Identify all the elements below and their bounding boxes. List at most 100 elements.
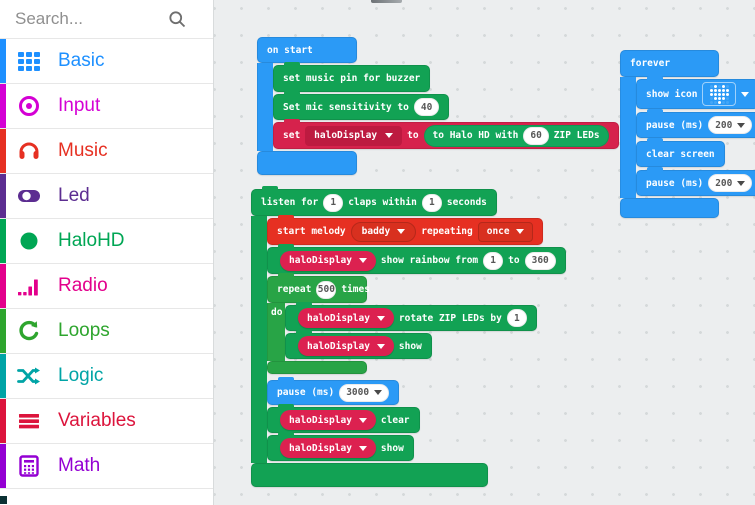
halodisplay-variable-dropdown[interactable]: haloDisplay [305,125,403,146]
search-input[interactable] [15,9,155,29]
sidebar-item-label: Radio [58,275,108,296]
rotate-by-input[interactable]: 1 [506,309,527,327]
category-stripe [0,399,6,443]
block-label: to [508,255,520,266]
halodisplay-variable-pill[interactable]: haloDisplay [280,410,376,430]
block-label: pause (ms) [646,177,704,189]
mic-value-input[interactable]: 40 [413,98,440,116]
dropdown-arrow-icon [515,229,524,234]
sidebar-item-radio[interactable]: Radio [0,263,213,308]
sidebar-item-led[interactable]: Led [0,173,213,218]
sidebar-item-label: HaloHD [58,230,125,251]
sidebar-item-label: Variables [58,410,136,431]
heart-icon [709,84,729,104]
do-label: do [271,307,283,318]
dropdown-arrow-icon [385,133,394,138]
on-start-foot[interactable] [257,151,357,175]
zip-led-count-input[interactable]: 60 [523,126,549,145]
pause-200-block-1[interactable]: pause (ms) 200 [636,109,755,138]
halodisplay-variable-pill[interactable]: haloDisplay [298,336,394,356]
repeat-block[interactable]: repeat 500 times [267,273,370,303]
halo-init-reporter[interactable]: to Halo HD with 60 ZIP LEDs [423,124,609,147]
workspace-canvas[interactable]: on start set music pin for buzzer Set mi… [214,0,755,505]
dropdown-arrow-icon [737,180,746,186]
melody-name-dropdown[interactable]: baddy [350,221,417,242]
pause-value-dropdown[interactable]: 200 [708,174,753,192]
block-label: start melody [277,226,346,237]
seconds-input[interactable]: 1 [421,193,442,212]
claps-count-input[interactable]: 1 [323,193,344,212]
halodisplay-variable-pill[interactable]: haloDisplay [280,250,376,271]
repeat-mode-dropdown[interactable]: once [477,221,533,242]
block-label: clear [380,414,410,426]
logic-shuffle-icon [17,364,41,388]
forever-foot[interactable] [620,198,719,218]
basic-grid-icon [17,49,41,73]
clear-screen-block[interactable]: clear screen [636,138,725,167]
pause-value-dropdown[interactable]: 3000 [339,383,390,402]
sidebar-item-label: Loops [58,320,110,341]
pause-block[interactable]: pause (ms) 3000 [267,377,400,405]
block-label: show rainbow from [380,255,479,266]
rainbow-from-input[interactable]: 1 [483,251,504,270]
mic-sensitivity-block[interactable]: Set mic sensitivity to 40 [273,91,450,120]
repeat-count-input[interactable]: 500 [316,280,337,299]
input-circle-icon [17,94,41,118]
sidebar-item-math[interactable]: Math [0,443,213,488]
led-toggle-icon [17,184,41,208]
sidebar-item-logic[interactable]: Logic [0,353,213,398]
halo-clear-block[interactable]: haloDisplay clear [267,404,420,433]
block-label: repeat [277,284,312,295]
halohd-circle-icon [17,229,41,253]
sidebar-item-basic[interactable]: Basic [0,38,213,83]
sidebar-item-music[interactable]: Music [0,128,213,173]
forever-block[interactable]: forever [620,50,719,77]
block-label: pause (ms) [277,387,335,398]
listen-claps-block[interactable]: listen for 1 claps within 1 seconds [251,186,497,216]
category-stripe [0,129,6,173]
halodisplay-variable-pill[interactable]: haloDisplay [280,438,376,458]
category-stripe [0,84,6,128]
category-stripe [0,39,6,83]
halo-show-block[interactable]: haloDisplay show [285,330,432,359]
block-label: show [380,442,404,454]
icon-dropdown[interactable] [702,82,737,106]
dropdown-arrow-icon [358,258,367,263]
rainbow-to-input[interactable]: 360 [524,251,556,270]
repeat-foot[interactable] [267,361,367,374]
set-music-pin-block[interactable]: set music pin for buzzer [273,62,431,92]
block-label: repeating [421,226,473,237]
block-label: on start [267,44,313,56]
on-start-block[interactable]: on start [257,37,357,63]
forever-stack: forever show icon pause (ms) 2 [620,50,755,218]
halo-show-block-2[interactable]: haloDisplay show [267,432,414,461]
rotate-zip-block[interactable]: haloDisplay rotate ZIP LEDs by 1 [285,302,537,331]
block-label: set music pin for buzzer [283,73,421,84]
sidebar-item-input[interactable]: Input [0,83,213,128]
sidebar-item-loops[interactable]: Loops [0,308,213,353]
sidebar-item-partial[interactable] [0,488,213,504]
sidebar-item-label: Logic [58,365,104,386]
sidebar-item-halohd[interactable]: HaloHD [0,218,213,263]
dropdown-arrow-icon [374,390,383,395]
search-icon[interactable] [167,9,187,29]
variables-lines-icon [17,409,41,433]
set-halodisplay-block[interactable]: set haloDisplay to to Halo HD with 60 ZI… [273,119,619,149]
show-icon-block[interactable]: show icon [636,76,755,109]
halodisplay-variable-pill[interactable]: haloDisplay [298,308,394,328]
sidebar-item-variables[interactable]: Variables [0,398,213,443]
pause-value-dropdown[interactable]: 200 [708,116,753,134]
dropdown-arrow-icon [376,315,385,321]
workspace-scrollbar[interactable] [371,0,402,3]
repeat-loop: repeat 500 times do haloDispl [267,273,537,374]
listen-foot[interactable] [251,463,488,487]
pause-200-block-2[interactable]: pause (ms) 200 [636,167,755,196]
block-label: set [283,130,301,141]
block-label: Set mic sensitivity to [283,101,409,113]
loops-repeat-icon [17,319,41,343]
show-rainbow-block[interactable]: haloDisplay show rainbow from 1 to 360 [267,244,566,274]
dropdown-arrow-icon [741,91,750,97]
start-melody-block[interactable]: start melody baddy repeating once [267,215,543,245]
dropdown-arrow-icon [358,417,367,423]
